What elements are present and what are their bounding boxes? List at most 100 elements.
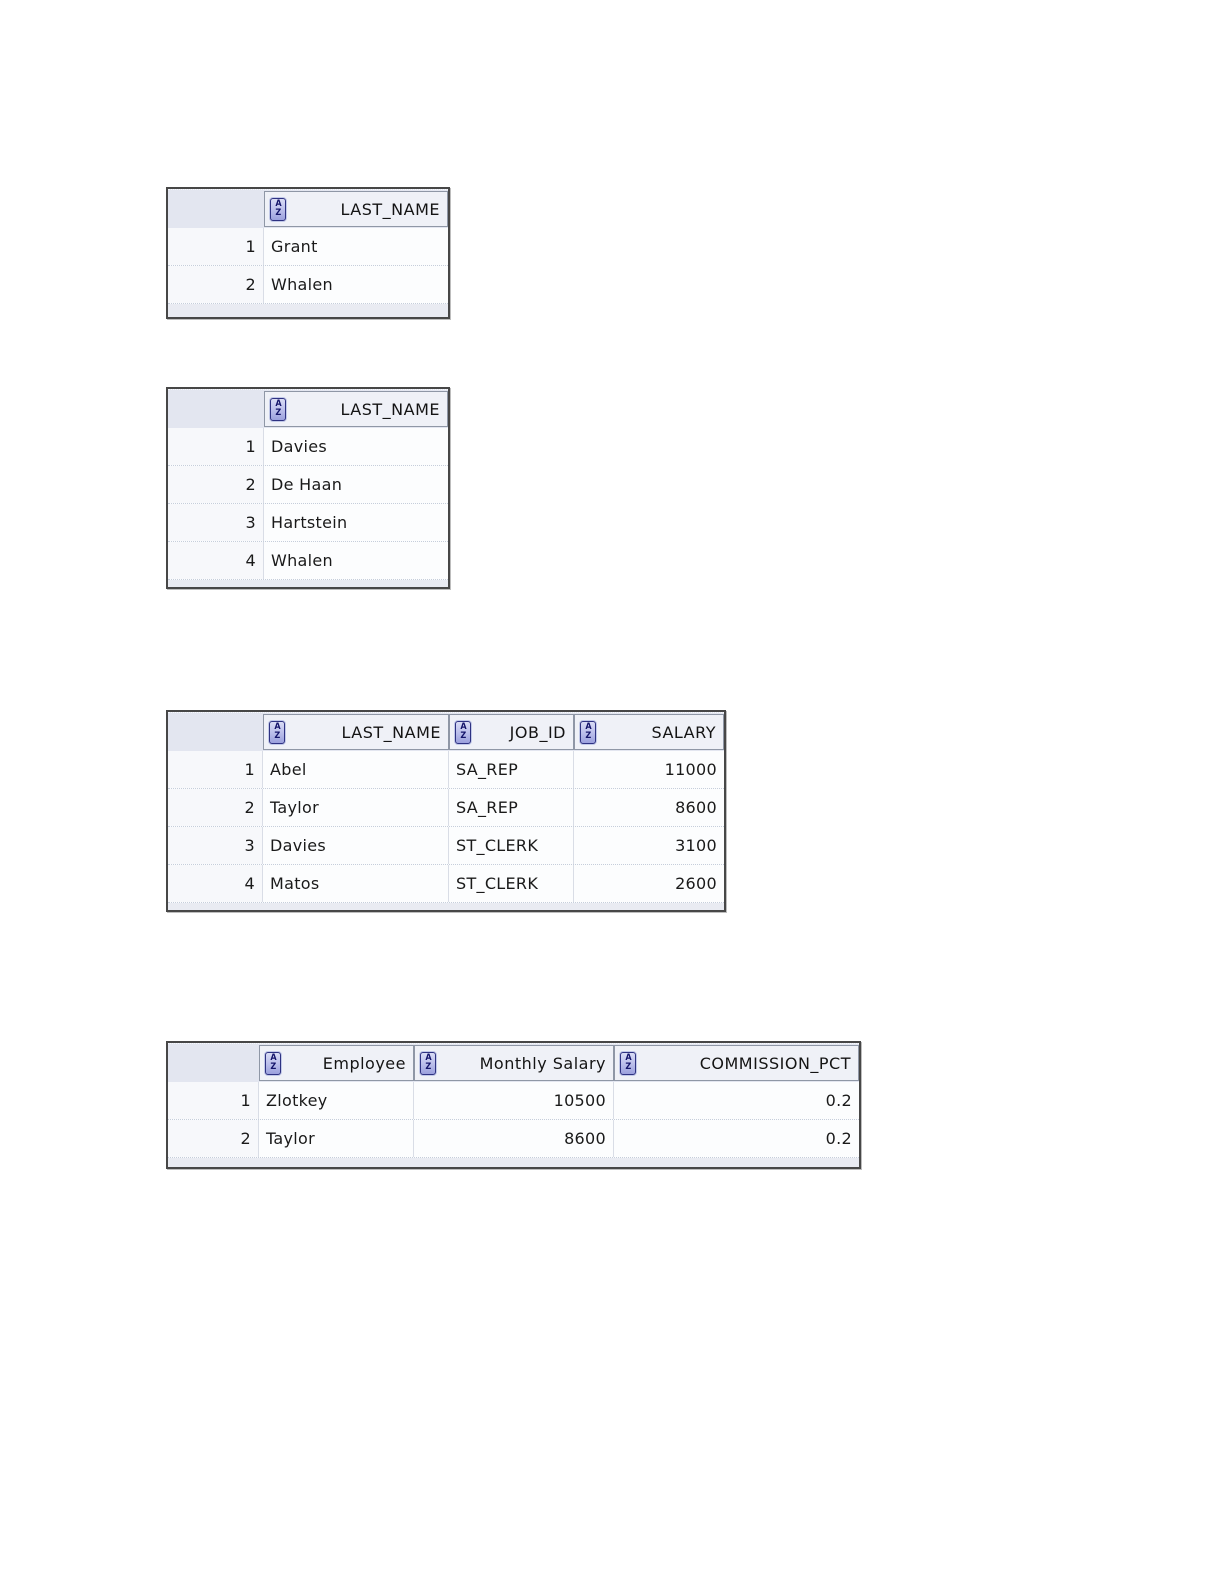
column-header-label: SALARY (651, 722, 716, 742)
data-cell[interactable]: Whalen (264, 266, 448, 303)
data-cell[interactable]: Davies (263, 827, 449, 864)
data-cell[interactable]: Matos (263, 865, 449, 902)
row-number-column-header (168, 190, 264, 228)
row-number-cell[interactable]: 1 (168, 428, 264, 465)
data-cell[interactable]: ST_CLERK (449, 827, 574, 864)
sort-letter-top: A (424, 1053, 432, 1063)
empty-filler-strip (168, 903, 724, 910)
empty-filler-strip (168, 1158, 859, 1167)
row-number-cell[interactable]: 2 (168, 266, 264, 303)
column-header-label: LAST_NAME (340, 399, 440, 419)
data-cell[interactable]: Zlotkey (259, 1082, 414, 1119)
data-cell[interactable]: 8600 (414, 1120, 614, 1157)
data-cell[interactable]: Whalen (264, 542, 448, 579)
sort-letter-top: A (459, 722, 467, 732)
data-cell[interactable]: Taylor (263, 789, 449, 826)
data-cell[interactable]: Davies (264, 428, 448, 465)
sort-letter-top: A (273, 722, 281, 732)
row-number-cell[interactable]: 3 (168, 827, 263, 864)
column-header-label: COMMISSION_PCT (699, 1053, 851, 1073)
column-header-label: Employee (322, 1053, 406, 1073)
empty-filler-strip (168, 304, 448, 317)
data-cell[interactable]: Abel (263, 751, 449, 788)
data-cell[interactable]: 10500 (414, 1082, 614, 1119)
sort-letter-top: A (274, 399, 282, 409)
sort-letter-bottom: Z (270, 1062, 276, 1072)
sort-letter-top: A (584, 722, 592, 732)
data-cell[interactable]: Taylor (259, 1120, 414, 1157)
data-cell[interactable]: 3100 (574, 827, 724, 864)
sort-letter-bottom: Z (274, 731, 280, 741)
row-number-cell[interactable]: 2 (168, 789, 263, 826)
empty-filler-strip (168, 580, 448, 587)
data-cell[interactable]: 0.2 (614, 1082, 859, 1119)
row-number-column-header (168, 390, 264, 428)
row-number-cell[interactable]: 2 (168, 466, 264, 503)
sort-letter-bottom: Z (275, 208, 281, 218)
sort-letter-bottom: Z (460, 731, 466, 741)
column-header-label: LAST_NAME (340, 199, 440, 219)
data-cell[interactable]: Hartstein (264, 504, 448, 541)
sort-letter-bottom: Z (275, 408, 281, 418)
row-number-cell[interactable]: 4 (168, 542, 264, 579)
sort-letter-top: A (269, 1053, 277, 1063)
row-number-cell[interactable]: 1 (168, 1082, 259, 1119)
data-cell[interactable]: 11000 (574, 751, 724, 788)
sort-letter-bottom: Z (625, 1062, 631, 1072)
row-number-column-header (168, 713, 263, 751)
sort-letter-top: A (624, 1053, 632, 1063)
column-header-label: LAST_NAME (341, 722, 441, 742)
row-number-cell[interactable]: 1 (168, 751, 263, 788)
row-number-column-header (168, 1044, 259, 1082)
column-header-label: JOB_ID (509, 722, 566, 742)
row-number-cell[interactable]: 3 (168, 504, 264, 541)
data-cell[interactable]: De Haan (264, 466, 448, 503)
sort-letter-bottom: Z (425, 1062, 431, 1072)
data-cell[interactable]: 8600 (574, 789, 724, 826)
data-cell[interactable]: Grant (264, 228, 448, 265)
data-cell[interactable]: 0.2 (614, 1120, 859, 1157)
row-number-cell[interactable]: 1 (168, 228, 264, 265)
data-cell[interactable]: ST_CLERK (449, 865, 574, 902)
sort-letter-top: A (274, 199, 282, 209)
row-number-cell[interactable]: 4 (168, 865, 263, 902)
data-cell[interactable]: SA_REP (449, 751, 574, 788)
data-cell[interactable]: SA_REP (449, 789, 574, 826)
row-number-cell[interactable]: 2 (168, 1120, 259, 1157)
data-cell[interactable]: 2600 (574, 865, 724, 902)
